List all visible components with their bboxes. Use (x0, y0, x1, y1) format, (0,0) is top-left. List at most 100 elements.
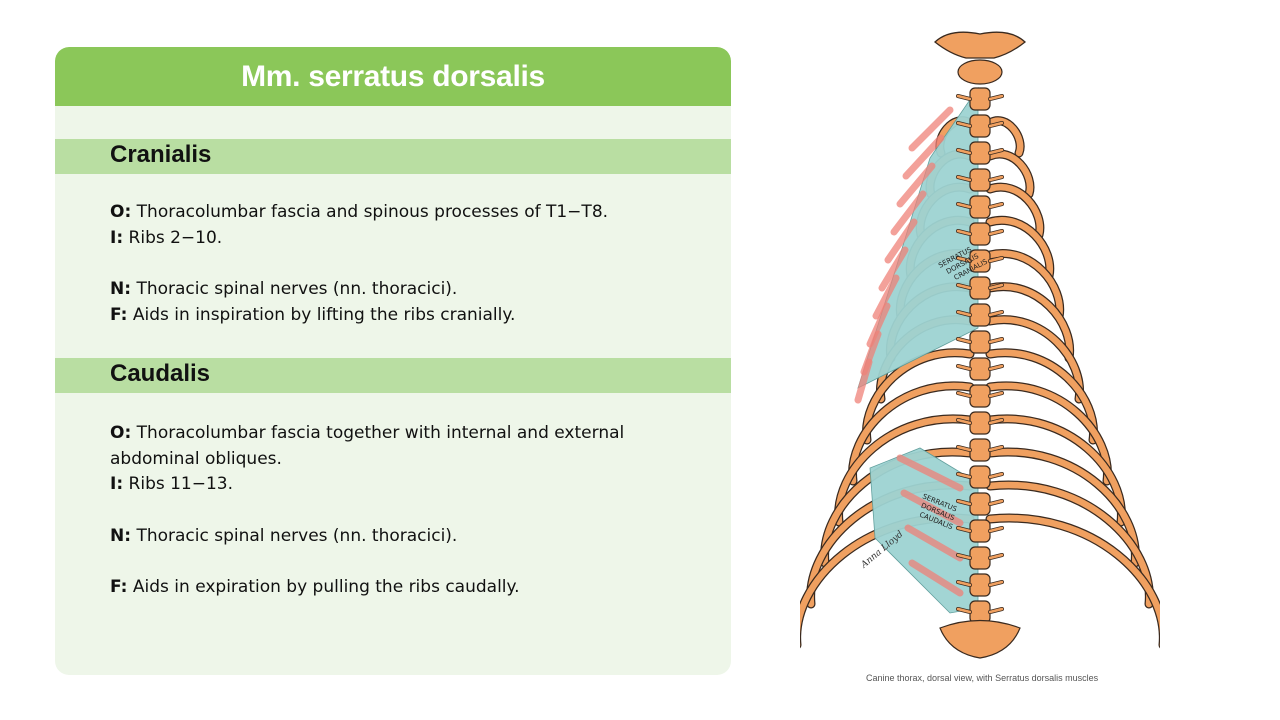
transverse-process-fill (956, 553, 1004, 560)
transverse-process-fill (956, 364, 1004, 371)
vertebra (969, 546, 991, 570)
muscle-fiber (908, 559, 964, 597)
rib-fill (986, 117, 1024, 157)
insertion-label: I: (110, 227, 124, 248)
muscle-label-caudalis: SERRATUS DORSALIS CAUDALIS (918, 492, 958, 531)
nerve-line: N: Thoracic spinal nerves (nn. thoracici… (110, 277, 710, 303)
muscle-fiber (878, 246, 909, 292)
lumbar-vertebra (939, 619, 1021, 659)
vertebra (969, 276, 991, 300)
axis-vertebra (957, 59, 1003, 85)
vertebra (969, 411, 991, 435)
transverse-process-fill (956, 337, 1004, 344)
transverse-process-fill (956, 229, 1004, 236)
insertion-label: I: (110, 474, 124, 494)
vertebra (969, 573, 991, 597)
function-line: F: Aids in inspiration by lifting the ri… (110, 303, 710, 329)
origin-line: O: Thoracolumbar fascia and spinous proc… (110, 200, 710, 226)
muscle-fiber (896, 162, 936, 208)
transverse-process-fill (956, 202, 1004, 209)
vertebra (969, 438, 991, 462)
insertion-line: I: Ribs 2−10. (110, 226, 710, 252)
function-text: Aids in inspiration by lifting the ribs … (132, 304, 516, 325)
section-body-cranialis: O: Thoracolumbar fascia and spinous proc… (110, 200, 710, 328)
muscle-fiber (872, 274, 900, 320)
vertebra (969, 195, 991, 219)
rib-fill (986, 183, 1044, 239)
function-label: F: (110, 304, 128, 325)
vertebra (969, 114, 991, 138)
vertebra (969, 168, 991, 192)
rib (985, 480, 1154, 609)
nerve-line: N: Thoracic spinal nerves (nn. thoracici… (110, 524, 710, 550)
muscle-fiber (890, 190, 927, 236)
muscle-fiber (866, 302, 891, 348)
vertebra (969, 141, 991, 165)
transverse-process-fill (956, 499, 1004, 506)
origin-label: O: (110, 423, 132, 443)
nerve-text: Thoracic spinal nerves (nn. thoracici). (136, 525, 458, 546)
insertion-text: Ribs 2−10. (128, 227, 223, 248)
vertebra (969, 357, 991, 381)
muscle-fiber (904, 524, 964, 562)
vertebra (969, 222, 991, 246)
transverse-process-fill (956, 607, 1004, 614)
info-panel: Mm. serratus dorsalis Cranialis O: Thora… (55, 47, 731, 675)
ribs-right (985, 116, 1160, 649)
section-header-cranialis: Cranialis (55, 139, 731, 174)
function-text: Aids in expiration by pulling the ribs c… (132, 577, 520, 597)
rib-fill (986, 150, 1034, 198)
rib (985, 414, 1126, 527)
vertebra (969, 465, 991, 489)
section-heading: Caudalis (110, 360, 211, 387)
muscle-fiber (896, 454, 964, 492)
origin-label: O: (110, 202, 132, 222)
rib-fill (986, 250, 1063, 321)
vertebra (969, 384, 991, 408)
rib-fill (986, 481, 1153, 608)
transverse-process-fill (956, 175, 1004, 182)
serratus-muscles (854, 86, 979, 614)
nerve-text: Thoracic spinal nerves (nn. thoracici). (136, 279, 458, 299)
vertebra (969, 303, 991, 327)
muscle-fiber (854, 358, 873, 404)
transverse-process-fill (956, 283, 1004, 290)
transverse-process-fill (956, 580, 1004, 587)
transverse-process-fill (956, 256, 1004, 263)
vertebra (969, 600, 991, 624)
vertebral-column (934, 31, 1026, 659)
rib-fill (986, 283, 1073, 362)
muscle-fiber (908, 106, 954, 152)
transverse-process-fill (956, 310, 1004, 317)
nerve-label: N: (110, 279, 132, 299)
transverse-process-fill (956, 391, 1004, 398)
rib-fill (986, 514, 1160, 647)
function-line: F: Aids in expiration by pulling the rib… (110, 575, 710, 601)
transverse-process-fill (956, 445, 1004, 452)
vertebra (969, 330, 991, 354)
rib-fill (986, 217, 1054, 280)
transverse-process-fill (956, 94, 1004, 101)
transverse-process-fill (956, 121, 1004, 128)
vertebra (969, 519, 991, 543)
transverse-process-fill (956, 472, 1004, 479)
vertebra (969, 492, 991, 516)
muscle-fiber (884, 218, 918, 264)
section-heading: Cranialis (110, 141, 212, 168)
atlas-vertebra (934, 31, 1026, 59)
figure-caption: Canine thorax, dorsal view, with Serratu… (866, 673, 1099, 683)
muscle-fiber (902, 134, 945, 180)
transverse-process-fill (956, 526, 1004, 533)
transverse-process-fill (956, 418, 1004, 425)
insertion-line: I: Ribs 11−13. (110, 472, 710, 498)
title-bar: Mm. serratus dorsalis (55, 47, 731, 106)
muscle-fiber (900, 489, 964, 527)
insertion-text: Ribs 11−13. (128, 474, 234, 494)
origin-text: Thoracolumbar fascia and spinous process… (136, 202, 609, 222)
thorax-illustration: SERRATUS DORSALIS CRANIALIS SERRATUS DOR… (800, 31, 1160, 659)
nerve-label: N: (110, 525, 132, 546)
page-title: Mm. serratus dorsalis (241, 59, 545, 93)
section-header-caudalis: Caudalis (55, 358, 731, 393)
origin-text: Thoracolumbar fascia together with inter… (110, 423, 625, 469)
origin-line: O: Thoracolumbar fascia together with in… (110, 421, 710, 472)
